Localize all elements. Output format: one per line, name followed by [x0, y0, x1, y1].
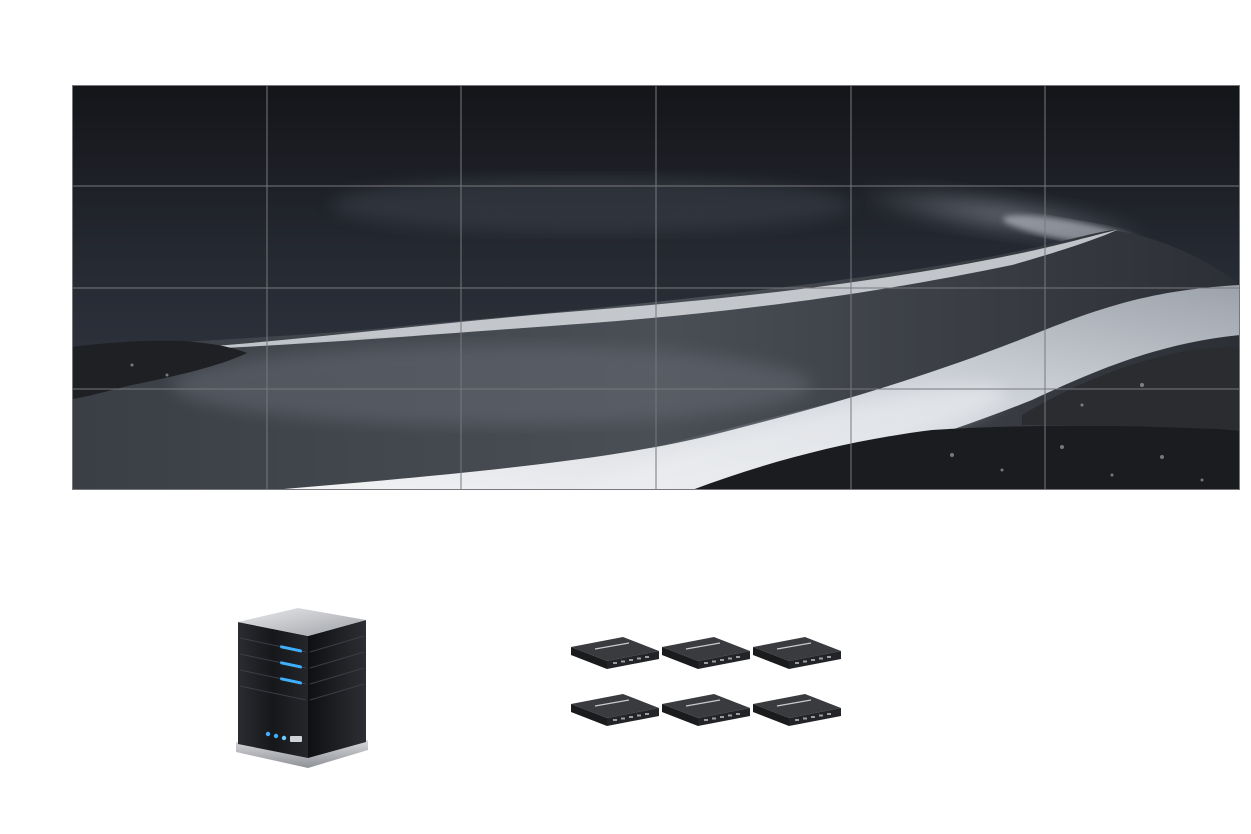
video-wall-controllers — [570, 636, 842, 727]
video-wall-controller-icon — [661, 636, 751, 670]
server-tower-icon — [236, 608, 368, 768]
video-wall-controller-icon — [661, 693, 751, 727]
video-wall-controller-icon — [570, 693, 660, 727]
video-wall-controller-icon — [752, 693, 842, 727]
video-wall — [72, 85, 1240, 490]
display-bezel-grid — [72, 85, 1240, 490]
video-wall-controller-icon — [570, 636, 660, 670]
video-wall-controller-icon — [752, 636, 842, 670]
